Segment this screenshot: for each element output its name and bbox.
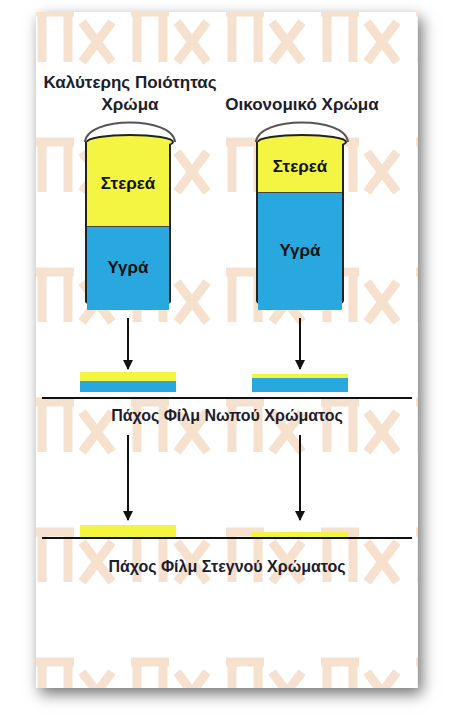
band-label: Υγρά <box>107 258 148 278</box>
flow-arrow <box>127 435 129 520</box>
paint-title: Καλύτερης Ποιότητας Χρώμα <box>42 72 218 116</box>
film-caption: Πάχος Φίλμ Νωπού Χρώματος <box>42 407 412 425</box>
film-strips <box>42 371 412 400</box>
flow-arrow <box>299 318 301 369</box>
flow-arrow <box>127 318 129 369</box>
band-label: Στερεά <box>273 157 328 177</box>
paint-can: Οικονομικό ΧρώμαΣτερεάΥγρά <box>256 142 344 310</box>
film-caption: Πάχος Φίλμ Στεγνού Χρώματος <box>42 558 412 576</box>
liquids-band: Υγρά <box>87 226 169 310</box>
flow-arrow <box>299 435 301 520</box>
solids-band: Στερεά <box>87 142 169 226</box>
film-thickness-band: Πάχος Φίλμ Στεγνού Χρώματος <box>42 522 412 578</box>
liquids-band: Υγρά <box>258 192 342 310</box>
paint-title: Οικονομικό Χρώμα <box>213 94 391 116</box>
band-label: Υγρά <box>279 241 320 261</box>
film-thickness-band: Πάχος Φίλμ Νωπού Χρώματος <box>42 371 412 427</box>
band-label: Στερεά <box>101 174 156 194</box>
paint-can: Καλύτερης Ποιότητας ΧρώμαΣτερεάΥγρά <box>85 142 171 310</box>
solids-band: Στερεά <box>258 142 342 192</box>
film-strips <box>42 522 412 540</box>
